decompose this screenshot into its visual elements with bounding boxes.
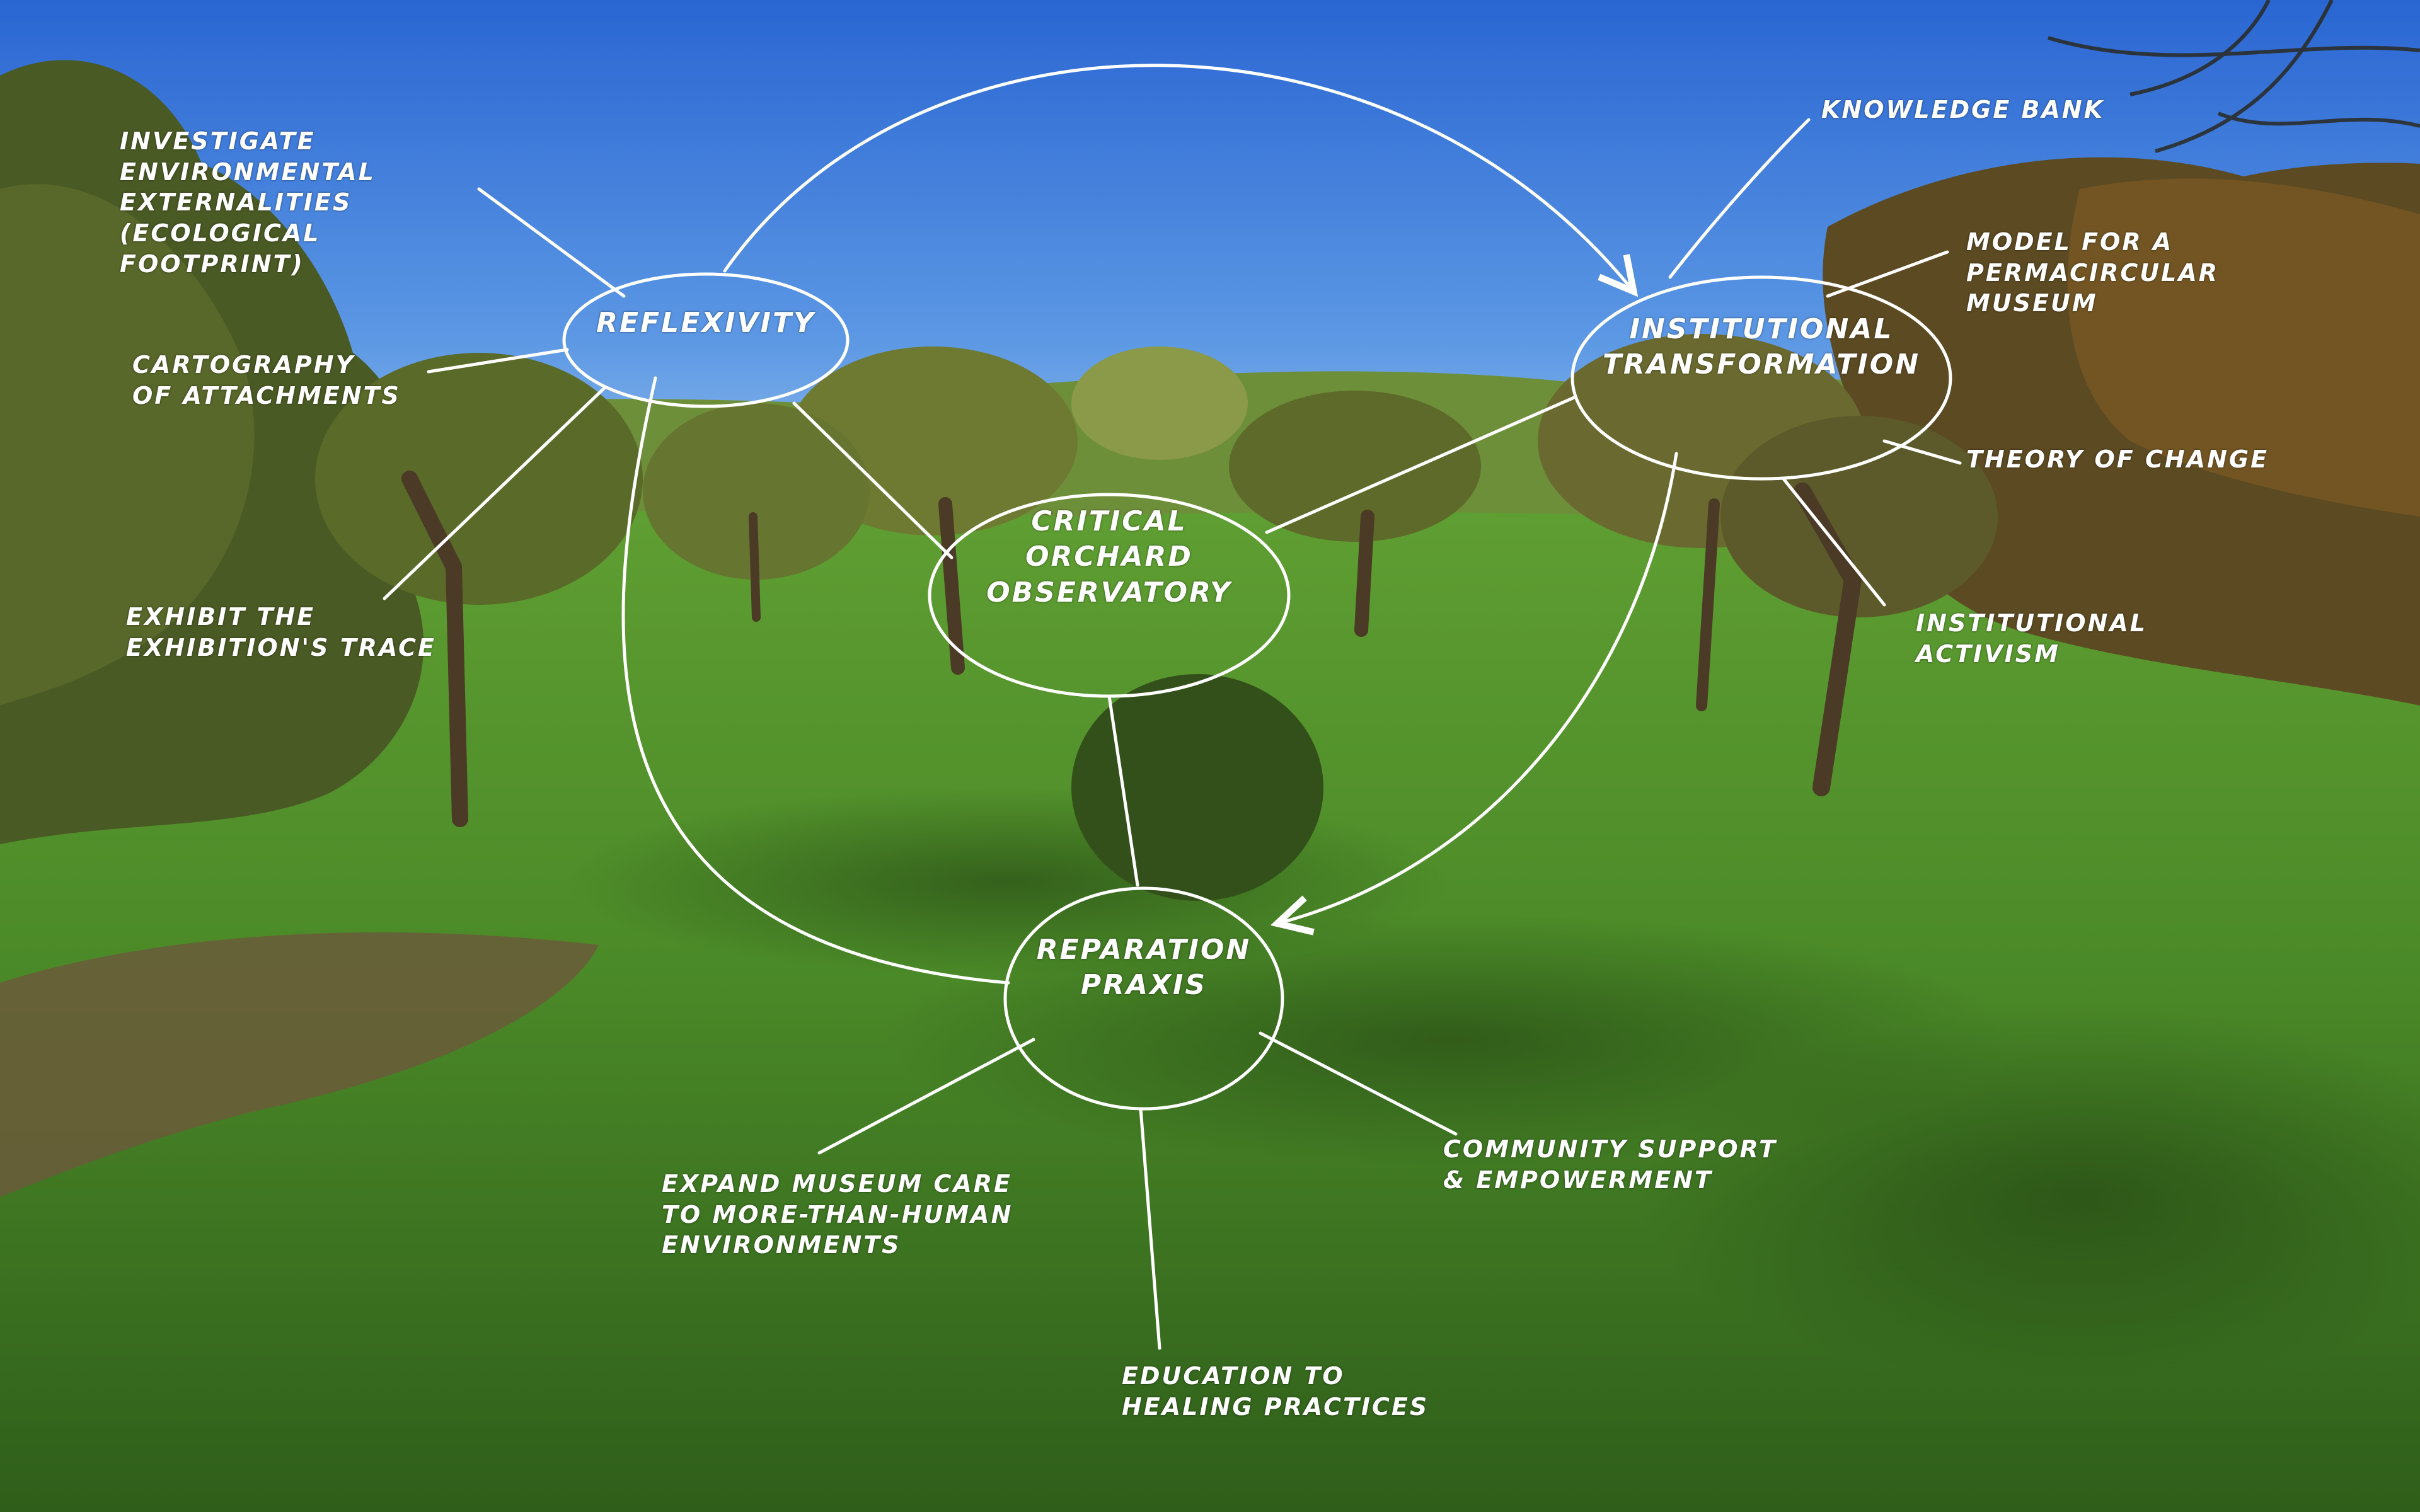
tree-shadow <box>1639 1008 2420 1386</box>
node-institutional-transformation: INSTITUTIONAL TRANSFORMATION <box>1602 313 1921 381</box>
connector-community <box>1259 1031 1458 1136</box>
orchard-tree <box>1720 416 1998 617</box>
right-trees <box>2067 178 2420 517</box>
note-institutional-activism: INSTITUTIONAL ACTIVISM <box>1916 609 2147 668</box>
connector-knowledge <box>1668 118 1811 279</box>
orchard-tree <box>643 403 870 580</box>
tree-trunk <box>401 471 468 827</box>
note-cartography-of-attachments: CARTOGRAPHY OF ATTACHMENTS <box>132 351 401 410</box>
node-critical-orchard-observatory: CRITICAL ORCHARD OBSERVATORY <box>986 505 1232 609</box>
note-knowledge-bank: KNOWLEDGE BANK <box>1821 96 2105 123</box>
institutional-ellipse <box>1570 275 1952 481</box>
connector-observatory-reflexivity <box>792 401 954 559</box>
left-bushes <box>0 184 255 706</box>
arc-reparation-reflexivity <box>621 376 1010 985</box>
note-expand-museum-care: EXPAND MUSEUM CARE TO MORE-THAN-HUMAN EN… <box>662 1170 1013 1259</box>
connector-model <box>1826 250 1949 298</box>
tree-trunk <box>1696 498 1720 711</box>
orchard-tree <box>1229 391 1481 542</box>
connector-cartography <box>427 348 569 374</box>
arrow-reflexivity-to-institutional <box>723 64 1632 290</box>
note-exhibit-exhibition-trace: EXHIBIT THE EXHIBITION'S TRACE <box>126 603 436 662</box>
connector-theory <box>1882 439 1962 465</box>
central-bush <box>1071 674 1323 901</box>
note-investigate-externalities: INVESTIGATE ENVIRONMENTAL EXTERNALITIES … <box>120 127 376 278</box>
connector-exhibit <box>383 386 607 600</box>
node-reflexivity: REFLEXIVITY <box>596 307 815 339</box>
connector-observatory-institutional <box>1265 395 1577 534</box>
tree-trunk <box>1354 510 1374 637</box>
dirt-path <box>0 932 599 1197</box>
connector-activism <box>1782 477 1886 607</box>
reflexivity-ellipse <box>562 272 850 408</box>
tree-trunk <box>938 497 965 675</box>
note-permacircular-museum: MODEL FOR A PERMACIRCULAR MUSEUM <box>1966 228 2220 318</box>
tree-trunk <box>1794 483 1862 796</box>
arrow-institutional-to-reparation <box>1279 452 1678 923</box>
tree-trunk <box>749 512 761 622</box>
reparation-ellipse <box>1003 886 1284 1111</box>
note-education-to-healing: EDUCATION TO HEALING PRACTICES <box>1122 1362 1429 1421</box>
connector-observatory-reparation <box>1107 694 1139 887</box>
connector-expand <box>817 1038 1035 1155</box>
bare-branches <box>2048 0 2420 153</box>
note-community-support: COMMUNITY SUPPORT & EMPOWERMENT <box>1443 1135 1777 1194</box>
orchard-tree <box>1071 346 1248 460</box>
node-reparation-praxis: REPARATION PRAXIS <box>1036 934 1252 1002</box>
connector-investigate <box>477 187 626 298</box>
connector-education <box>1139 1107 1161 1350</box>
diagram-ink <box>383 64 1962 1350</box>
orchard-tree <box>315 353 643 605</box>
note-theory-of-change: THEORY OF CHANGE <box>1966 445 2269 473</box>
